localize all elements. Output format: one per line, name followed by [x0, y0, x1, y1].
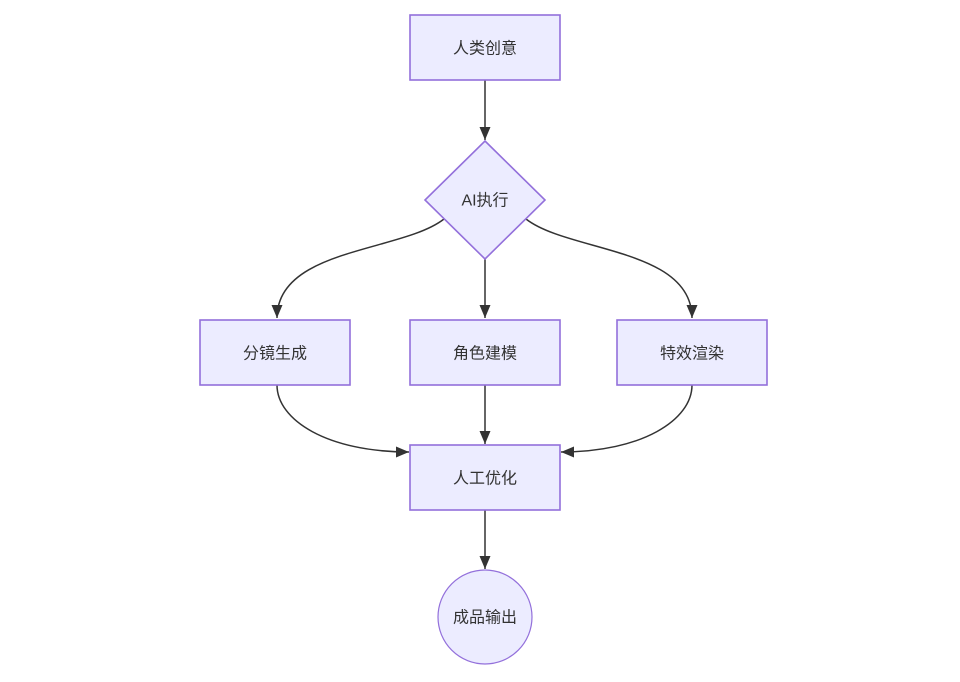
node-ai-execution: AI执行 [423, 139, 547, 261]
node-ai-execution-shape [423, 139, 547, 261]
node-manual-optimization-label: 人工优化 [453, 470, 517, 488]
node-vfx-rendering-shape [616, 319, 768, 386]
node-character-modeling-label: 角色建模 [453, 345, 517, 363]
node-ai-execution-label: AI执行 [461, 192, 508, 210]
edge-storyboard-generation-to-manual-optimization [276, 384, 410, 458]
nodes-layer: 人类创意 AI执行 分镜生成 角色建模 特效渲染 人工优化 [199, 14, 768, 665]
node-character-modeling-shape [409, 319, 561, 386]
node-storyboard-generation-label: 分镜生成 [243, 344, 307, 363]
node-final-output-shape [437, 569, 533, 665]
edge-vfx-rendering-to-manual-optimization [560, 384, 693, 458]
node-character-modeling: 角色建模 [409, 319, 561, 386]
node-human-creativity: 人类创意 [409, 14, 561, 81]
node-human-creativity-shape [409, 14, 561, 81]
node-final-output: 成品输出 [437, 569, 533, 665]
edge-ai-execution-to-storyboard-generation [271, 218, 445, 319]
node-manual-optimization-shape [409, 444, 561, 511]
edges-layer [271, 80, 698, 569]
node-manual-optimization: 人工优化 [409, 444, 561, 511]
node-human-creativity-label: 人类创意 [453, 39, 517, 58]
node-final-output-label: 成品输出 [453, 609, 517, 627]
node-storyboard-generation: 分镜生成 [199, 319, 351, 386]
node-storyboard-generation-shape [199, 319, 351, 386]
node-vfx-rendering: 特效渲染 [616, 319, 768, 386]
edge-ai-execution-to-vfx-rendering [525, 218, 698, 319]
node-vfx-rendering-label: 特效渲染 [660, 345, 724, 363]
